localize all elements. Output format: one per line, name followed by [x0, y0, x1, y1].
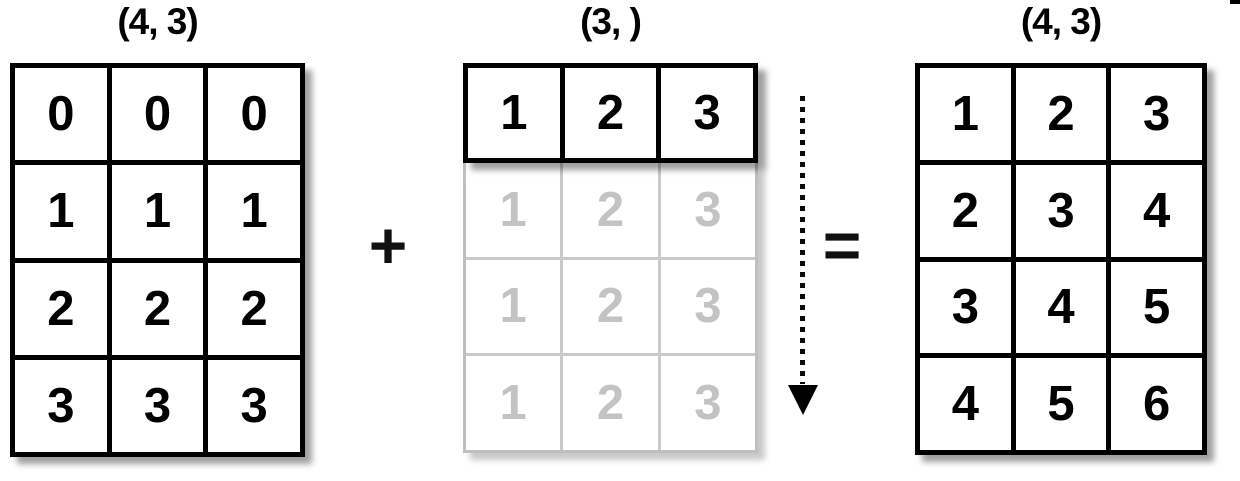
matrix-cell: 2: [564, 68, 657, 158]
matrix-cell: 1: [15, 165, 107, 258]
ghost-cell: 2: [563, 259, 658, 354]
plus-operator: +: [368, 208, 408, 282]
matrix-cell: 3: [111, 359, 204, 452]
broadcast-ghost-rows: 1 2 3 1 2 3 1 2 3: [463, 163, 758, 453]
ghost-cell: 2: [563, 163, 658, 257]
ghost-cell: 1: [466, 259, 561, 354]
cropped-edge-artifact: [1230, 0, 1240, 4]
equals-operator: =: [822, 208, 862, 282]
ghost-cell: 3: [660, 259, 755, 354]
matrix-cell: 6: [1111, 358, 1202, 450]
broadcast-arrow-line: [800, 96, 805, 384]
matrix-cell: 3: [1015, 164, 1107, 257]
middle-operand-matrix: 1 2 3 1 2 3 1 2 3 1 2 3: [463, 63, 758, 453]
matrix-cell: 1: [208, 165, 300, 258]
middle-matrix-shape-label: (3, ): [580, 1, 642, 42]
matrix-cell: 1: [468, 68, 560, 158]
arrow-down-icon: [788, 385, 818, 415]
matrix-cell: 4: [1015, 261, 1107, 354]
row-vector: 1 2 3: [463, 63, 758, 163]
ghost-cell: 3: [660, 163, 755, 257]
right-matrix-shape-label: (4, 3): [1020, 1, 1102, 42]
matrix-cell: 4: [920, 358, 1011, 450]
matrix-cell: 5: [1111, 261, 1202, 354]
ghost-cell: 2: [563, 356, 658, 450]
matrix-cell: 2: [111, 262, 204, 355]
left-matrix-shape-label: (4, 3): [117, 1, 198, 42]
matrix-cell: 3: [1111, 68, 1202, 160]
ghost-cell: 3: [660, 356, 755, 450]
matrix-cell: 2: [208, 262, 300, 355]
ghost-cell: 1: [466, 163, 561, 257]
matrix-cell: 0: [111, 68, 204, 161]
matrix-cell: 2: [1015, 68, 1107, 160]
matrix-cell: 1: [920, 68, 1011, 160]
matrix-cell: 3: [208, 359, 300, 452]
matrix-cell: 3: [15, 359, 107, 452]
left-operand-matrix: 0 0 0 1 1 1 2 2 2 3 3 3: [10, 63, 305, 457]
matrix-cell: 4: [1111, 164, 1202, 257]
matrix-cell: 3: [661, 68, 753, 158]
matrix-cell: 1: [111, 165, 204, 258]
matrix-cell: 2: [15, 262, 107, 355]
matrix-cell: 2: [920, 164, 1011, 257]
matrix-cell: 0: [208, 68, 300, 161]
matrix-cell: 5: [1015, 358, 1107, 450]
result-matrix: 1 2 3 2 3 4 3 4 5 4 5 6: [915, 63, 1207, 455]
matrix-cell: 0: [15, 68, 107, 161]
ghost-cell: 1: [466, 356, 561, 450]
matrix-cell: 3: [920, 261, 1011, 354]
